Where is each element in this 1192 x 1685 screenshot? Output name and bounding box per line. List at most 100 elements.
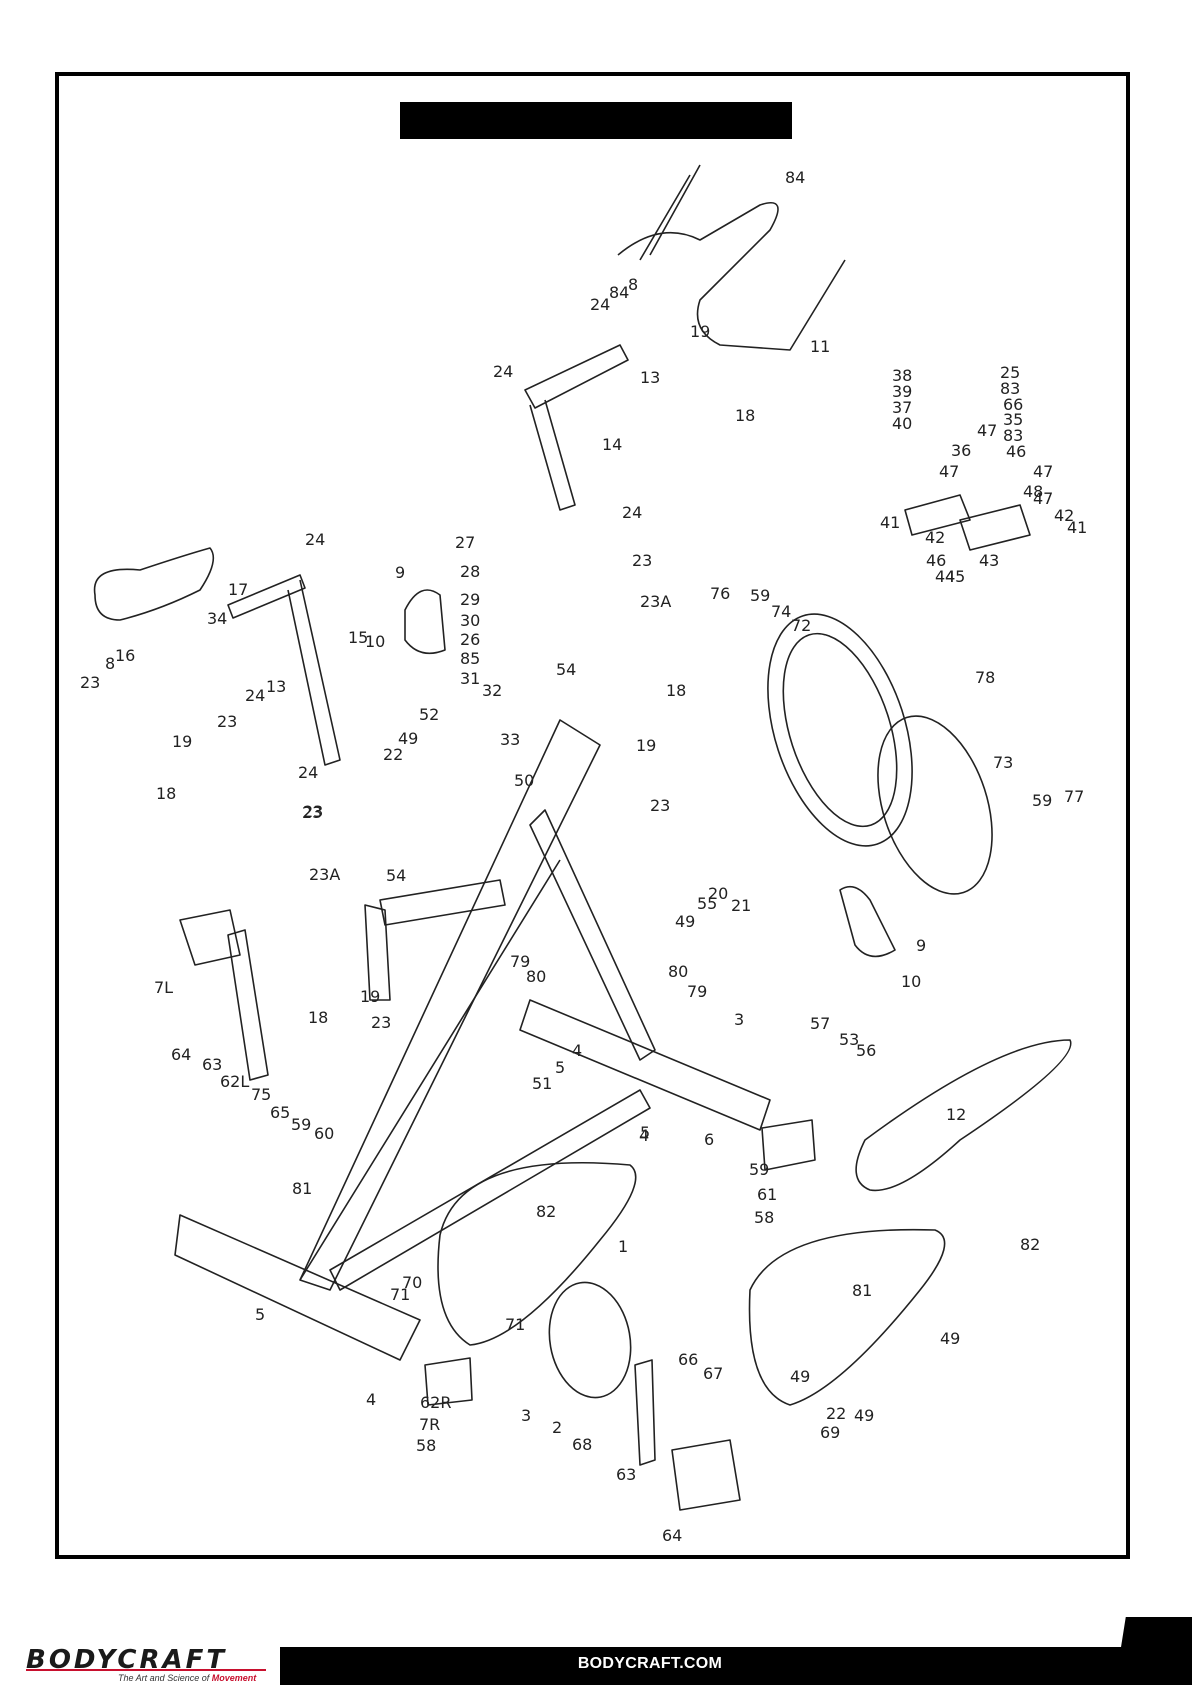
- part-callout-44: 44: [935, 567, 955, 586]
- bottle-cage-top: [404, 589, 446, 655]
- part-callout-67: 67: [703, 1364, 723, 1383]
- part-callout-60: 60: [314, 1124, 334, 1143]
- part-callout-75: 75: [251, 1085, 271, 1104]
- part-callout-72: 72: [791, 616, 811, 635]
- part-callout-19: 19: [636, 736, 656, 755]
- part-callout-52: 52: [419, 705, 439, 724]
- part-callout-13: 13: [266, 677, 286, 696]
- frame-down-tube: [329, 1089, 651, 1291]
- part-callout-39: 39: [892, 382, 912, 401]
- part-callout-47: 47: [939, 462, 959, 481]
- part-callout-68: 68: [572, 1435, 592, 1454]
- crank-pulley: [548, 1281, 632, 1399]
- part-callout-23: 23: [302, 803, 322, 822]
- part-callout-18: 18: [735, 406, 755, 425]
- part-callout-5: 5: [555, 1058, 565, 1077]
- part-callout-83: 83: [1003, 426, 1023, 445]
- part-callout-77: 77: [1064, 787, 1084, 806]
- brand-tagline: The Art and Science of Movement: [118, 1673, 256, 1683]
- part-callout-65: 65: [270, 1103, 290, 1122]
- part-callout-25: 25: [1000, 363, 1020, 382]
- part-callout-50: 50: [514, 771, 534, 790]
- part-callout-58: 58: [416, 1436, 436, 1455]
- part-callout-17: 17: [228, 580, 248, 599]
- part-callout-63: 63: [202, 1055, 222, 1074]
- part-callout-16: 16: [115, 646, 135, 665]
- frame-rear-stays: [299, 809, 656, 1281]
- part-callout-11: 11: [810, 337, 830, 356]
- part-callout-54: 54: [386, 866, 406, 885]
- part-callout-23: 23: [303, 802, 323, 821]
- part-callout-54: 54: [556, 660, 576, 679]
- title-bar: [400, 102, 792, 139]
- part-callout-49: 49: [398, 729, 418, 748]
- brand-logo: BODYCRAFT The Art and Science of Movemen…: [26, 1645, 266, 1685]
- part-callout-42: 42: [925, 528, 945, 547]
- part-callout-24: 24: [305, 530, 325, 549]
- part-callout-85: 85: [460, 649, 480, 668]
- part-callout-23: 23: [371, 1013, 391, 1032]
- part-callout-18: 18: [308, 1008, 328, 1027]
- part-callout-70: 70: [402, 1273, 422, 1292]
- part-callout-23: 23: [632, 551, 652, 570]
- part-callout-57: 57: [810, 1014, 830, 1033]
- part-callout-59: 59: [749, 1160, 769, 1179]
- part-callout-10: 10: [901, 972, 921, 991]
- crank-arm-right: [634, 1359, 656, 1466]
- part-callout-80: 80: [526, 967, 546, 986]
- part-callout-47: 47: [977, 421, 997, 440]
- part-callout-18: 18: [156, 784, 176, 803]
- part-callout-59: 59: [1032, 791, 1052, 810]
- part-callout-19: 19: [172, 732, 192, 751]
- part-callout-4: 4: [639, 1126, 649, 1145]
- part-callout-66: 66: [678, 1350, 698, 1369]
- part-callout-49: 49: [854, 1406, 874, 1425]
- part-callout-8: 8: [628, 275, 638, 294]
- website-link[interactable]: BODYCRAFT.COM: [577, 1655, 723, 1672]
- page-footer: BODYCRAFT.COM BODYCRAFT The Art and Scie…: [0, 1617, 1192, 1685]
- part-callout-21: 21: [731, 896, 751, 915]
- part-callout-24: 24: [590, 295, 610, 314]
- part-callout-28: 28: [460, 562, 480, 581]
- part-callout-59: 59: [750, 586, 770, 605]
- flywheel-hub-plate: [877, 715, 993, 895]
- part-callout-20: 20: [708, 884, 728, 903]
- part-callout-56: 56: [856, 1041, 876, 1060]
- front-stabilizer: [519, 999, 771, 1131]
- part-callout-66: 66: [1003, 395, 1023, 414]
- part-callout-61: 61: [757, 1185, 777, 1204]
- footer-band: [280, 1647, 1192, 1685]
- part-callout-49: 49: [940, 1329, 960, 1348]
- part-callout-23a: 23A: [640, 592, 671, 611]
- part-callout-41: 41: [880, 513, 900, 532]
- part-callout-2: 2: [552, 1418, 562, 1437]
- part-callout-82: 82: [1020, 1235, 1040, 1254]
- part-callout-51: 51: [532, 1074, 552, 1093]
- part-callout-4: 4: [366, 1390, 376, 1409]
- foot-pad-rear: [424, 1357, 473, 1406]
- part-callout-74: 74: [771, 602, 791, 621]
- part-callout-23a: 23A: [309, 865, 340, 884]
- part-callout-19: 19: [360, 987, 380, 1006]
- brake-assembly: [904, 494, 1031, 551]
- part-callout-4: 4: [572, 1041, 582, 1060]
- part-callout-27: 27: [455, 533, 475, 552]
- part-callout-29: 29: [460, 590, 480, 609]
- part-callout-84: 84: [785, 168, 805, 187]
- part-callout-8: 8: [105, 654, 115, 673]
- part-callout-62l: 62L: [220, 1072, 249, 1091]
- part-callout-49: 49: [675, 912, 695, 931]
- part-callout-15: 15: [348, 628, 368, 647]
- handlebar-post: [524, 344, 629, 511]
- part-callout-62r: 62R: [420, 1393, 451, 1412]
- part-callout-10: 10: [365, 632, 385, 651]
- part-callout-22: 22: [383, 745, 403, 764]
- saddle: [93, 547, 215, 621]
- flywheel-inner: [782, 632, 898, 828]
- part-callout-45: 45: [945, 567, 965, 586]
- part-callout-53: 53: [839, 1030, 859, 1049]
- part-callout-73: 73: [993, 753, 1013, 772]
- part-callout-33: 33: [500, 730, 520, 749]
- part-callout-7l: 7L: [154, 978, 173, 997]
- part-callout-23: 23: [217, 712, 237, 731]
